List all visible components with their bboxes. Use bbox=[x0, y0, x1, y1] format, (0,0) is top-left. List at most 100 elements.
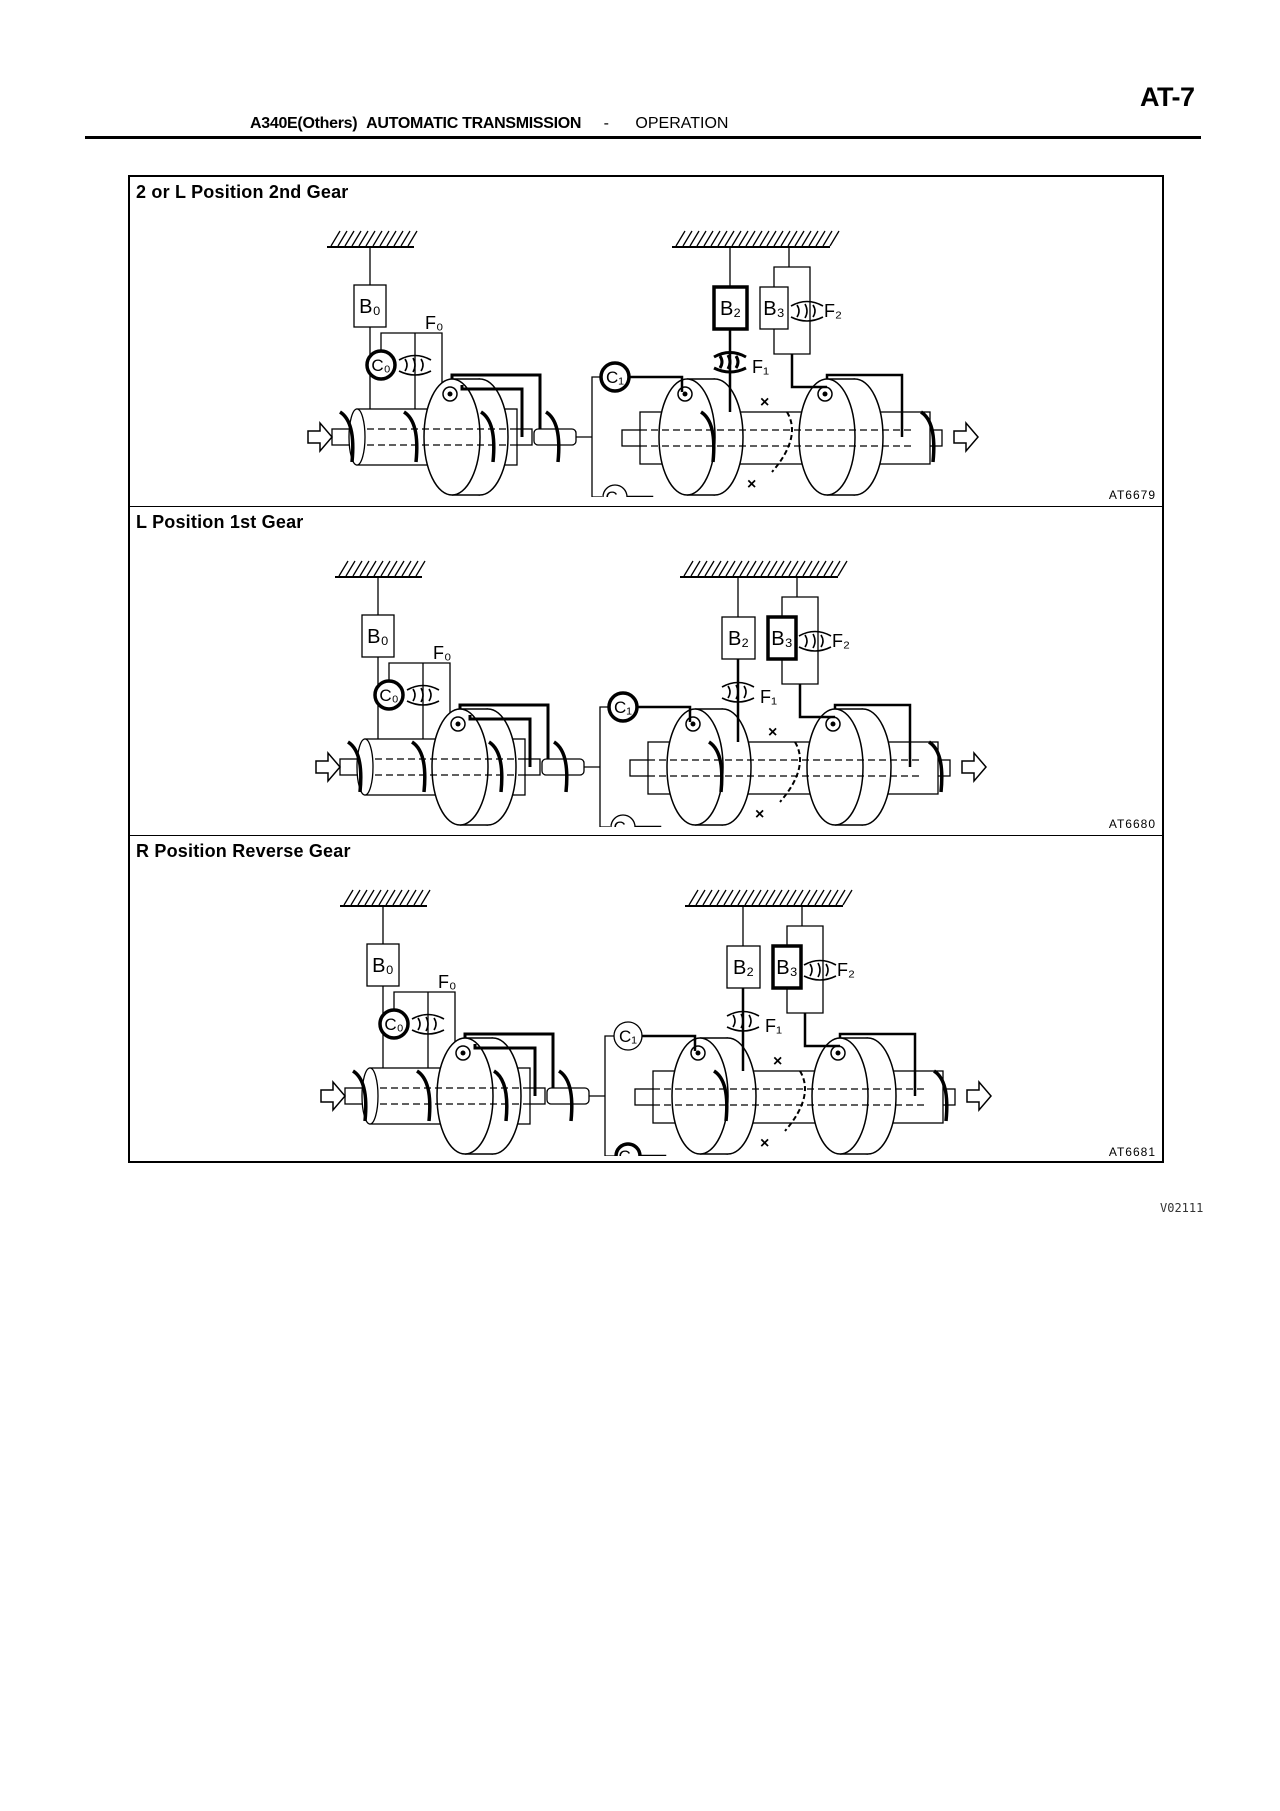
rear-planetary-pinion-center bbox=[822, 391, 828, 397]
label-b2: B₂ bbox=[733, 957, 754, 979]
input-arrow-icon bbox=[315, 750, 341, 784]
rotation-arrow-icon bbox=[544, 410, 561, 463]
one-way-clutch-f2 bbox=[790, 300, 824, 322]
locked-x-icon: × bbox=[773, 1053, 782, 1070]
one-way-clutch-f1 bbox=[721, 681, 755, 703]
output-arrow-icon bbox=[961, 750, 987, 784]
clutch-c1 bbox=[613, 1021, 643, 1051]
brake-b2 bbox=[726, 945, 761, 989]
ground-right-hatch bbox=[683, 560, 848, 577]
brake-links bbox=[729, 247, 811, 355]
rear-planetary-pinion-center bbox=[835, 1050, 841, 1056]
label-c0: C₀ bbox=[384, 1015, 403, 1034]
clutch-c2 bbox=[602, 484, 628, 497]
one-way-clutch-f2 bbox=[798, 630, 832, 652]
one-way-clutch-f0 bbox=[411, 1013, 445, 1035]
panel-title: 2 or L Position 2nd Gear bbox=[136, 182, 349, 202]
ground-left-hatch bbox=[343, 889, 431, 906]
clutch-c0 bbox=[373, 679, 405, 711]
output-shaft-hidden bbox=[640, 429, 912, 447]
label-c1: C₁ bbox=[614, 698, 632, 717]
overdrive-planetary-pinion-center bbox=[455, 721, 461, 727]
brake-links bbox=[737, 577, 819, 685]
page-number: AT-7 bbox=[1140, 82, 1195, 112]
figure-code: AT6681 bbox=[1108, 1145, 1156, 1159]
rotation-arrow-icon bbox=[415, 1069, 432, 1122]
ground-right-hatch bbox=[675, 230, 840, 247]
rotation-arrow-icon bbox=[707, 740, 724, 793]
front-planetary-pinion-center bbox=[690, 721, 696, 727]
front-planetary-pinion-center bbox=[695, 1050, 701, 1056]
locked-x-icon: × bbox=[760, 1135, 769, 1152]
clutch-c1 bbox=[607, 691, 639, 723]
rotation-arrow-icon bbox=[919, 410, 936, 463]
input-arrow-icon bbox=[307, 420, 333, 454]
label-b3: B₃ bbox=[776, 957, 797, 979]
one-way-clutch-f1 bbox=[726, 1010, 760, 1032]
brake-b0 bbox=[361, 614, 395, 658]
output-arrow-icon bbox=[966, 1079, 992, 1113]
intermediate-shaft bbox=[533, 428, 577, 446]
label-b0: B₀ bbox=[359, 296, 381, 318]
rear-planetary-pinion-center bbox=[830, 721, 836, 727]
label-f0: F₀ bbox=[438, 972, 456, 992]
rotation-arrow-icon bbox=[552, 740, 569, 793]
locked-x-icon: × bbox=[768, 724, 777, 741]
header-rule bbox=[85, 136, 1201, 139]
gear-diagram: B₀C₀F₀C₁C₂B₁B₂B₃F₁F₂×× bbox=[315, 560, 987, 827]
output-shaft-hidden bbox=[653, 1088, 925, 1106]
overdrive-output-link bbox=[463, 1032, 555, 1096]
label-f1: F₁ bbox=[765, 1016, 782, 1036]
ground-right-hatch bbox=[688, 889, 853, 906]
figure-code: AT6680 bbox=[1108, 817, 1156, 831]
label-f2: F₂ bbox=[824, 301, 842, 321]
front-planetary-pinion-center bbox=[682, 391, 688, 397]
input-arrow-icon bbox=[320, 1079, 346, 1113]
label-b2: B₂ bbox=[728, 628, 749, 650]
one-way-clutch-f1 bbox=[713, 351, 747, 374]
rotation-arrow-icon bbox=[712, 1069, 729, 1122]
locked-x-icon: × bbox=[755, 806, 764, 823]
subsection-name: OPERATION bbox=[635, 115, 729, 132]
locked-x-icon: × bbox=[760, 394, 769, 411]
label-f2: F₂ bbox=[837, 960, 855, 980]
label-b3: B₃ bbox=[763, 298, 784, 320]
locked-x-icon: × bbox=[747, 476, 756, 493]
intermediate-shaft bbox=[541, 758, 585, 776]
label-c2: C₂ bbox=[619, 1147, 638, 1156]
gear-diagram: B₀C₀F₀C₁C₂B₁B₂B₃F₁F₂×× bbox=[307, 230, 979, 497]
label-b3: B₃ bbox=[771, 628, 792, 650]
running-header: A340E(Others) AUTOMATIC TRANSMISSION - O… bbox=[250, 115, 728, 133]
figure-frame: 2 or L Position 2nd Gear B₀C₀F₀C₁C₂B₁B₂B… bbox=[128, 175, 1164, 1163]
brake-b3 bbox=[766, 615, 798, 661]
gear-diagram: B₀C₀F₀C₁C₂B₁B₂B₃F₁F₂×× bbox=[320, 889, 992, 1156]
rotation-arrow-icon bbox=[410, 740, 427, 793]
figure-code: AT6679 bbox=[1108, 488, 1156, 502]
clutch-c1 bbox=[599, 361, 631, 393]
clutch-links bbox=[576, 376, 602, 497]
label-b2: B₂ bbox=[720, 298, 741, 320]
label-c2: C₂ bbox=[606, 488, 625, 497]
clutch-c2 bbox=[610, 814, 636, 827]
label-c1: C₁ bbox=[619, 1027, 637, 1046]
label-c0: C₀ bbox=[379, 686, 398, 705]
brake-b0 bbox=[366, 943, 400, 987]
clutch-links bbox=[584, 706, 610, 827]
clutch-c0 bbox=[378, 1008, 410, 1040]
locked-rotation-icon bbox=[771, 411, 793, 473]
brake-b3 bbox=[759, 286, 789, 330]
ground-left-hatch bbox=[338, 560, 426, 577]
label-b0: B₀ bbox=[372, 955, 394, 977]
header-separator: - bbox=[603, 115, 609, 132]
label-f0: F₀ bbox=[433, 643, 451, 663]
clutch-c2 bbox=[614, 1142, 642, 1156]
brake-links bbox=[742, 906, 824, 1014]
rear-links bbox=[623, 659, 912, 827]
label-c0: C₀ bbox=[371, 356, 390, 375]
overdrive-planetary-pinion-center bbox=[447, 391, 453, 397]
rotation-arrow-icon bbox=[479, 410, 496, 463]
intermediate-shaft bbox=[546, 1087, 590, 1105]
clutch-links bbox=[589, 1035, 615, 1156]
label-f1: F₁ bbox=[752, 357, 769, 377]
rotation-arrow-icon bbox=[927, 740, 944, 793]
